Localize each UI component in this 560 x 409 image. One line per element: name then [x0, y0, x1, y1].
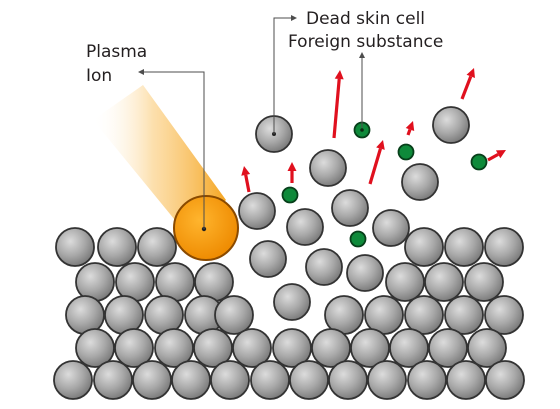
- skin-cell: [484, 227, 524, 267]
- ejection-arrow-shaft: [460, 75, 473, 100]
- label-foreign-substance: Foreign substance: [288, 32, 443, 52]
- skin-cell: [214, 295, 254, 335]
- ejection-arrow-shaft: [487, 152, 499, 162]
- dead-skin-cell: [305, 248, 343, 286]
- foreign-substance-particle: [281, 186, 299, 204]
- skin-cell: [210, 360, 250, 400]
- skin-cell: [367, 360, 407, 400]
- ejection-arrow-head: [334, 70, 344, 80]
- skin-cell: [311, 328, 351, 368]
- skin-cell: [132, 360, 172, 400]
- skin-cell: [328, 360, 368, 400]
- dead-skin-cell: [249, 240, 287, 278]
- ejection-arrow: [368, 140, 385, 185]
- plasma-ion: [173, 195, 239, 261]
- skin-cell: [484, 295, 524, 335]
- foreign-leader-arrowhead: [359, 52, 365, 58]
- skin-cell: [193, 328, 233, 368]
- dead-skin-leader-line: [273, 17, 294, 134]
- skin-cell: [485, 360, 525, 400]
- skin-cell: [232, 328, 272, 368]
- foreign-substance-marker: [360, 128, 364, 132]
- plasma-leader-arrowhead: [138, 69, 144, 75]
- foreign-substance-particle: [349, 230, 367, 248]
- skin-cell-layers: [53, 106, 525, 400]
- skin-cell: [464, 262, 504, 302]
- plasma-ion-icon: [173, 195, 239, 261]
- skin-cell: [404, 295, 444, 335]
- ejection-arrow: [460, 68, 475, 100]
- skin-cell: [289, 360, 329, 400]
- plasma-leader-line: [140, 71, 205, 229]
- skin-cell: [65, 295, 105, 335]
- dead-skin-cell: [372, 209, 410, 247]
- ejection-arrow: [287, 162, 297, 183]
- dead-skin-cell: [331, 189, 369, 227]
- skin-cell: [75, 262, 115, 302]
- skin-cell: [424, 262, 464, 302]
- skin-cell: [55, 227, 95, 267]
- ejection-arrows: [241, 68, 506, 193]
- skin-cell: [104, 295, 144, 335]
- ejection-arrow-shaft: [406, 128, 412, 136]
- skin-cell: [385, 262, 425, 302]
- skin-cell: [75, 328, 115, 368]
- skin-cell: [137, 227, 177, 267]
- skin-cell: [444, 295, 484, 335]
- leader-lines: [138, 15, 365, 229]
- ejection-arrow: [332, 70, 344, 139]
- dead-skin-cell: [401, 163, 439, 201]
- skin-cell: [389, 328, 429, 368]
- label-ion: Ion: [86, 66, 112, 86]
- ejection-arrow-head: [405, 121, 415, 131]
- ejection-arrow-shaft: [332, 78, 341, 139]
- ejection-arrow: [487, 150, 506, 162]
- label-dead-skin-cell: Dead skin cell: [306, 9, 425, 29]
- skin-cell: [97, 227, 137, 267]
- skin-cell: [194, 262, 234, 302]
- skin-cell: [272, 328, 312, 368]
- foreign-substance-particle: [470, 153, 488, 171]
- skin-cell: [350, 328, 390, 368]
- foreign-substance-particles: [281, 121, 488, 248]
- dead-skin-cell: [273, 283, 311, 321]
- dead-skin-cell: [309, 149, 347, 187]
- ejection-arrow-shaft: [368, 148, 382, 185]
- dead-skin-leader-arrowhead: [291, 15, 297, 21]
- dead-skin-cell: [286, 208, 324, 246]
- skin-cell: [407, 360, 447, 400]
- skin-cell: [144, 295, 184, 335]
- label-plasma: Plasma: [86, 42, 147, 62]
- ejection-arrow: [241, 166, 251, 193]
- dead-skin-cell: [346, 254, 384, 292]
- dead-skin-cell: [238, 192, 276, 230]
- skin-cell: [154, 328, 194, 368]
- skin-cell: [404, 227, 444, 267]
- ejection-arrow-head: [466, 68, 475, 79]
- ejection-arrow: [405, 121, 415, 136]
- skin-cell: [114, 328, 154, 368]
- dead-skin-cell: [432, 106, 470, 144]
- skin-cell: [444, 227, 484, 267]
- skin-cell: [446, 360, 486, 400]
- foreign-substance-particle: [397, 143, 415, 161]
- labels: Plasma Ion Dead skin cell Foreign substa…: [86, 9, 443, 86]
- ejection-arrow-shaft: [244, 174, 251, 193]
- skin-cell: [171, 360, 211, 400]
- skin-cell: [250, 360, 290, 400]
- skin-cell: [428, 328, 468, 368]
- skin-cell: [93, 360, 133, 400]
- skin-cell: [53, 360, 93, 400]
- ejection-arrow-head: [287, 162, 297, 171]
- ejection-arrow-head: [241, 166, 251, 176]
- ejection-arrow-head: [495, 150, 506, 159]
- skin-cell: [467, 328, 507, 368]
- ejection-arrow-head: [376, 140, 385, 150]
